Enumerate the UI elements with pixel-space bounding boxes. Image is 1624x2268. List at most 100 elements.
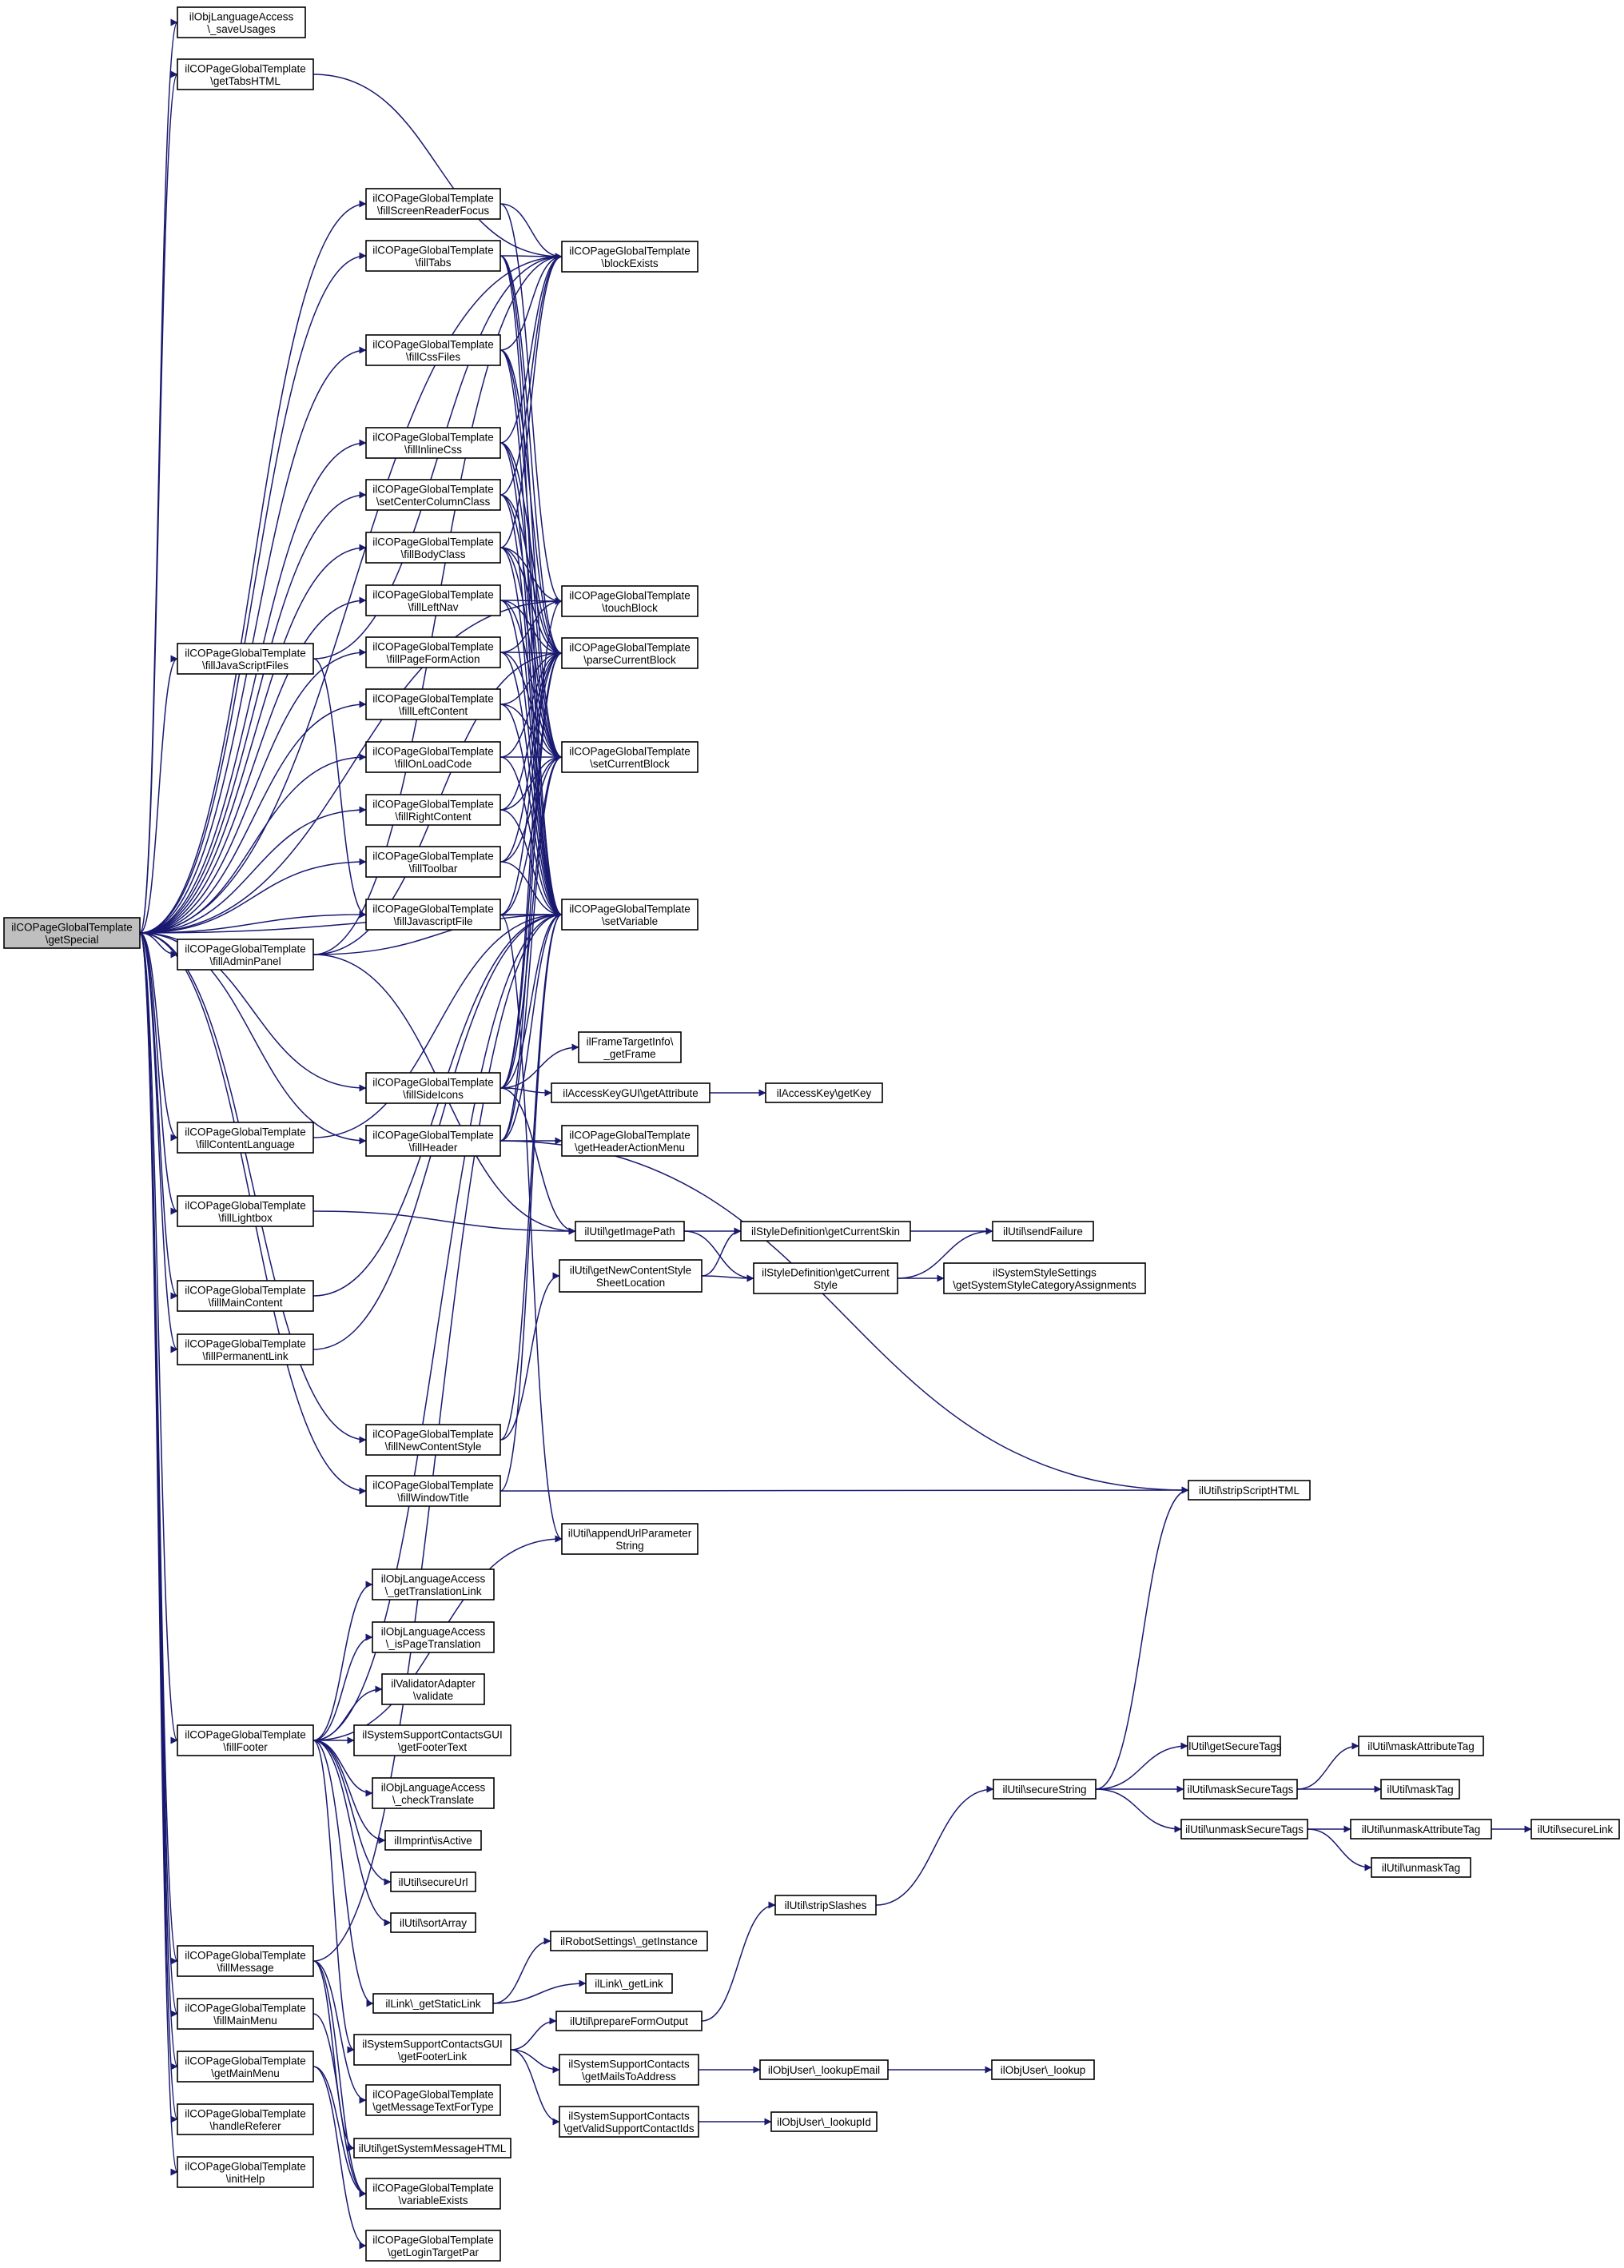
node-get-current-skin[interactable]: ilStyleDefinition\getCurrentSkin [740, 1221, 911, 1242]
call-edge-root-to-fill-content-language [139, 932, 178, 1142]
node-label-line: ilCOPageGlobalTemplate [185, 2055, 306, 2067]
node-box [365, 636, 501, 668]
root-node-root[interactable]: ilCOPageGlobalTemplate\getSpecial [3, 917, 141, 949]
node-parse-current-block[interactable]: ilCOPageGlobalTemplate\parseCurrentBlock [561, 637, 699, 669]
node-get-main-menu[interactable]: ilCOPageGlobalTemplate\getMainMenu [177, 2051, 314, 2083]
node-box [1530, 1819, 1620, 1840]
node-fill-java-script-files[interactable]: ilCOPageGlobalTemplate\fillJavaScriptFil… [177, 643, 314, 675]
call-edge-root-to-touch-block [139, 597, 563, 934]
node-fill-left-content[interactable]: ilCOPageGlobalTemplate\fillLeftContent [365, 688, 501, 720]
node-lookup-email[interactable]: ilObjUser\_lookupEmail [759, 2059, 889, 2080]
node-get-valid-support-contact-ids[interactable]: ilSystemSupportContacts\getValidSupportC… [559, 2106, 699, 2138]
node-fill-css-files[interactable]: ilCOPageGlobalTemplate\fillCssFiles [365, 334, 501, 366]
node-set-variable[interactable]: ilCOPageGlobalTemplate\setVariable [561, 899, 699, 931]
node-get-message-text-for-type[interactable]: ilCOPageGlobalTemplate\getMessageTextFor… [365, 2084, 501, 2116]
node-fill-main-content[interactable]: ilCOPageGlobalTemplate\fillMainContent [177, 1280, 314, 1312]
node-mask-secure-tags[interactable]: ilUtil\maskSecureTags [1183, 1779, 1298, 1800]
node-box [561, 741, 699, 773]
node-is-page-translation[interactable]: ilObjLanguageAccess\_isPageTranslation [372, 1621, 495, 1653]
node-fill-main-menu[interactable]: ilCOPageGlobalTemplate\fillMainMenu [177, 1998, 314, 2030]
node-fill-admin-panel[interactable]: ilCOPageGlobalTemplate\fillAdminPanel [177, 939, 314, 971]
node-set-center-column-class[interactable]: ilCOPageGlobalTemplate\setCenterColumnCl… [365, 479, 501, 511]
node-fill-left-nav[interactable]: ilCOPageGlobalTemplate\fillLeftNav [365, 584, 501, 616]
node-fill-toolbar[interactable]: ilCOPageGlobalTemplate\fillToolbar [365, 846, 501, 878]
node-get-translation-link[interactable]: ilObjLanguageAccess\_getTranslationLink [372, 1568, 495, 1600]
node-fill-window-title[interactable]: ilCOPageGlobalTemplate\fillWindowTitle [365, 1475, 501, 1507]
node-fill-content-language[interactable]: ilCOPageGlobalTemplate\fillContentLangua… [177, 1122, 314, 1154]
node-get-footer-link[interactable]: ilSystemSupportContactsGUI\getFooterLink [353, 2034, 511, 2066]
node-get-link[interactable]: ilLink\_getLink [585, 1973, 673, 1994]
node-get-static-link[interactable]: ilLink\_getStaticLink [372, 1993, 494, 2014]
node-secure-url[interactable]: ilUtil\secureUrl [390, 1871, 476, 1892]
node-sort-array[interactable]: ilUtil\sortArray [390, 1912, 476, 1933]
node-get-login-target-par[interactable]: ilCOPageGlobalTemplate\getLoginTargetPar [365, 2230, 501, 2262]
node-block-exists[interactable]: ilCOPageGlobalTemplate\blockExists [561, 241, 699, 273]
node-label-line: \getTabsHTML [210, 75, 281, 87]
node-get-tabs-html[interactable]: ilCOPageGlobalTemplate\getTabsHTML [177, 58, 314, 90]
node-fill-page-form-action[interactable]: ilCOPageGlobalTemplate\fillPageFormActio… [365, 636, 501, 668]
node-fill-message[interactable]: ilCOPageGlobalTemplate\fillMessage [177, 1945, 314, 1977]
node-fill-right-content[interactable]: ilCOPageGlobalTemplate\fillRightContent [365, 794, 501, 826]
node-get-system-message-html[interactable]: ilUtil\getSystemMessageHTML [353, 2138, 511, 2158]
node-get-mails-to-address[interactable]: ilSystemSupportContacts\getMailsToAddres… [559, 2054, 699, 2086]
node-label-line: ilUtil\unmaskTag [1382, 1862, 1460, 1874]
node-imprint-is-active[interactable]: ilImprint\isActive [384, 1830, 482, 1851]
call-edge-fill-inline-css-to-block-exists [500, 253, 563, 444]
node-robot-get-instance[interactable]: ilRobotSettings\_getInstance [550, 1931, 708, 1951]
node-box [177, 1122, 314, 1154]
node-fill-permanent-link[interactable]: ilCOPageGlobalTemplate\fillPermanentLink [177, 1333, 314, 1365]
node-get-image-path[interactable]: ilUtil\getImagePath [575, 1221, 685, 1242]
node-secure-link[interactable]: ilUtil\secureLink [1530, 1819, 1620, 1840]
node-fill-side-icons[interactable]: ilCOPageGlobalTemplate\fillSideIcons [365, 1072, 501, 1104]
node-mask-attribute-tag[interactable]: ilUtil\maskAttributeTag [1358, 1736, 1484, 1756]
node-unmask-tag[interactable]: ilUtil\unmaskTag [1371, 1857, 1471, 1878]
call-edge-root-to-fill-on-load-code [139, 753, 367, 934]
node-set-current-block[interactable]: ilCOPageGlobalTemplate\setCurrentBlock [561, 741, 699, 773]
node-get-header-action-menu[interactable]: ilCOPageGlobalTemplate\getHeaderActionMe… [561, 1125, 699, 1157]
node-box [177, 643, 314, 675]
node-get-secure-tags[interactable]: ilUtil\getSecureTags [1186, 1736, 1282, 1756]
node-box [365, 688, 501, 720]
call-edge-get-footer-link-to-prepare-form-output [510, 2017, 557, 2051]
node-unmask-secure-tags[interactable]: ilUtil\unmaskSecureTags [1180, 1819, 1308, 1840]
node-label-line: ilCOPageGlobalTemplate [569, 903, 691, 915]
node-lookup[interactable]: ilObjUser\_lookup [991, 2059, 1095, 2080]
node-label-line: ilUtil\getSystemMessageHTML [359, 2142, 507, 2154]
node-fill-tabs[interactable]: ilCOPageGlobalTemplate\fillTabs [365, 240, 501, 272]
node-fill-header[interactable]: ilCOPageGlobalTemplate\fillHeader [365, 1125, 501, 1157]
node-fill-lightbox[interactable]: ilCOPageGlobalTemplate\fillLightbox [177, 1195, 314, 1227]
node-touch-block[interactable]: ilCOPageGlobalTemplate\touchBlock [561, 585, 699, 617]
node-get-frame[interactable]: ilFrameTargetInfo\_getFrame [578, 1031, 682, 1063]
node-fill-footer[interactable]: ilCOPageGlobalTemplate\fillFooter [177, 1724, 314, 1756]
node-label-line: ilAccessKeyGUI\getAttribute [563, 1087, 699, 1099]
node-get-footer-text[interactable]: ilSystemSupportContactsGUI\getFooterText [353, 1724, 511, 1756]
node-variable-exists[interactable]: ilCOPageGlobalTemplate\variableExists [365, 2178, 501, 2210]
node-init-help[interactable]: ilCOPageGlobalTemplate\initHelp [177, 2156, 314, 2188]
node-get-attribute[interactable]: ilAccessKeyGUI\getAttribute [551, 1082, 710, 1103]
node-save-usages[interactable]: ilObjLanguageAccess\_saveUsages [177, 6, 306, 38]
node-get-key[interactable]: ilAccessKey\getKey [765, 1082, 883, 1103]
node-fill-new-content-style[interactable]: ilCOPageGlobalTemplate\fillNewContentSty… [365, 1424, 501, 1456]
node-strip-script-html[interactable]: ilUtil\stripScriptHTML [1188, 1480, 1311, 1501]
node-box [1358, 1736, 1484, 1756]
node-fill-body-class[interactable]: ilCOPageGlobalTemplate\fillBodyClass [365, 532, 501, 564]
node-lookup-id[interactable]: ilObjUser\_lookupId [770, 2111, 878, 2132]
node-unmask-attribute-tag[interactable]: ilUtil\unmaskAttributeTag [1350, 1819, 1492, 1840]
node-prepare-form-output[interactable]: ilUtil\prepareFormOutput [555, 2011, 703, 2031]
node-fill-javascript-file[interactable]: ilCOPageGlobalTemplate\fillJavascriptFil… [365, 899, 501, 931]
node-handle-referer[interactable]: ilCOPageGlobalTemplate\handleReferer [177, 2103, 314, 2135]
node-fill-screen-reader-focus[interactable]: ilCOPageGlobalTemplate\fillScreenReaderF… [365, 188, 501, 220]
node-label-line: ilStyleDefinition\getCurrentSkin [751, 1226, 900, 1238]
node-get-system-style-category-assignments[interactable]: ilSystemStyleSettings\getSystemStyleCate… [943, 1262, 1146, 1294]
node-validate[interactable]: ilValidatorAdapter\validate [381, 1673, 485, 1705]
node-fill-inline-css[interactable]: ilCOPageGlobalTemplate\fillInlineCss [365, 427, 501, 459]
node-send-failure[interactable]: ilUtil\sendFailure [992, 1221, 1094, 1242]
node-check-translate[interactable]: ilObjLanguageAccess\_checkTranslate [372, 1777, 495, 1809]
node-strip-slashes[interactable]: ilUtil\stripSlashes [774, 1895, 877, 1915]
node-fill-on-load-code[interactable]: ilCOPageGlobalTemplate\fillOnLoadCode [365, 741, 501, 773]
node-secure-string[interactable]: ilUtil\secureString [993, 1779, 1097, 1800]
node-mask-tag[interactable]: ilUtil\maskTag [1380, 1779, 1460, 1800]
